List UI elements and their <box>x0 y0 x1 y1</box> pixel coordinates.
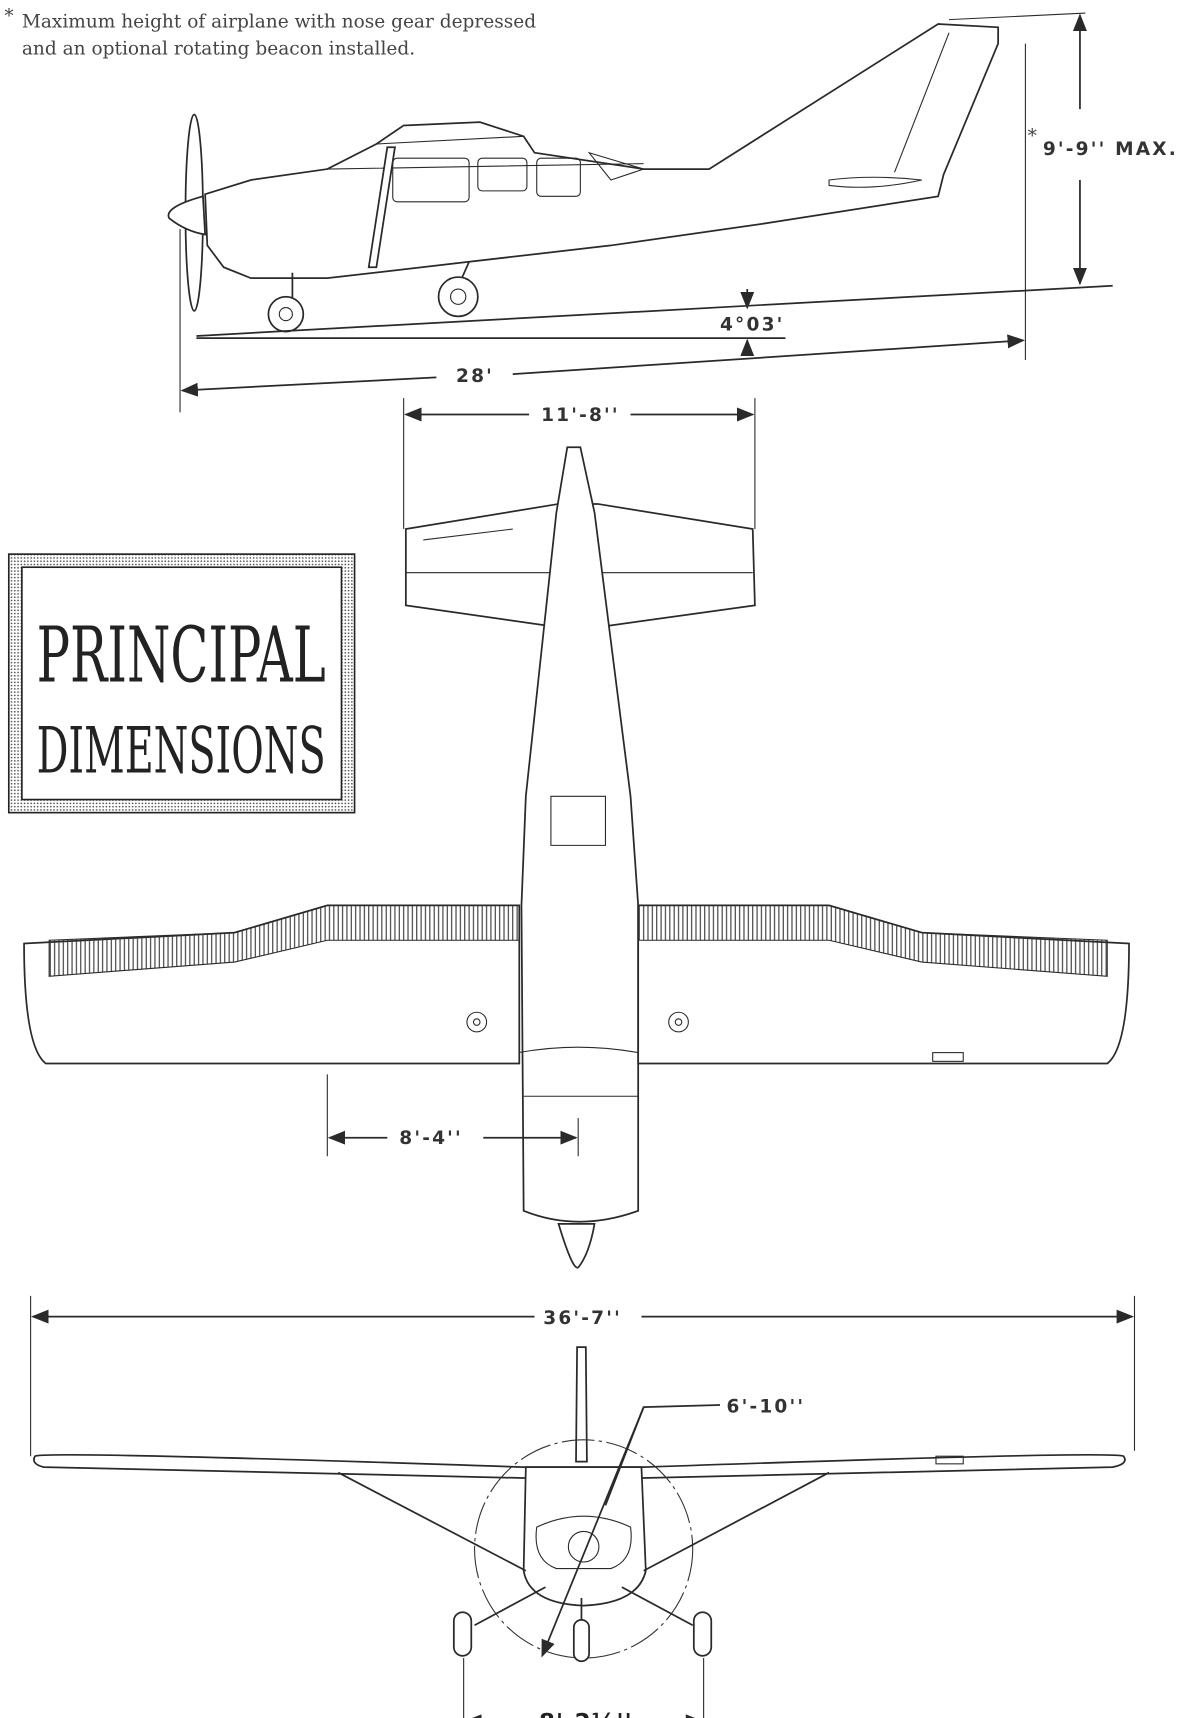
side-view: 4°03' 28' * 9'-9'' MAX. <box>167 12 1178 413</box>
fuselage-top <box>520 446 640 1223</box>
main-gear-track-label: 8'-2¼'' <box>539 1710 633 1718</box>
wing-to-centerline-label: 8'-4'' <box>399 1128 463 1149</box>
length-label: 28' <box>456 366 494 387</box>
height-label: 9'-9'' MAX. <box>1043 139 1178 160</box>
footnote-line-2: and an optional rotating beacon installe… <box>22 39 415 60</box>
fuselage-front <box>522 1466 647 1607</box>
height-marker: * <box>1028 126 1037 147</box>
vertical-fin-front <box>575 1346 588 1463</box>
footnote: * Maximum height of airplane with nose g… <box>4 6 536 60</box>
struts-front <box>337 1471 830 1627</box>
nose-gear-side <box>267 272 305 333</box>
front-view: 36'-7'' 6'-10'' 8'-2¼'' <box>30 1295 1136 1718</box>
principal-dimensions-title-box: PRINCIPAL DIMENSIONS <box>7 553 356 814</box>
ground-line <box>196 284 1113 337</box>
right-main-wheel <box>692 1611 713 1657</box>
top-view: 11'-8'' 8'-4'' <box>23 398 1130 1269</box>
footnote-marker: * <box>4 6 13 27</box>
ground-angle-label: 4°03' <box>720 315 785 336</box>
wing-strut-side <box>367 146 396 269</box>
propeller-arc <box>474 1439 694 1659</box>
left-main-wheel <box>452 1611 473 1657</box>
stabilizer-span-label: 11'-8'' <box>541 405 620 426</box>
footnote-line-1: Maximum height of airplane with nose gea… <box>22 11 536 32</box>
title-line-2: DIMENSIONS <box>37 713 326 787</box>
propeller-diameter-label: 6'-10'' <box>727 1397 806 1418</box>
spinner <box>167 195 207 236</box>
main-gear-side <box>437 261 479 318</box>
wingspan-label: 36'-7'' <box>543 1308 622 1329</box>
nose-wheel-front <box>572 1618 590 1663</box>
title-line-1: PRINCIPAL <box>37 612 326 701</box>
spinner-top <box>557 1222 596 1269</box>
fuselage-side <box>204 23 1000 280</box>
